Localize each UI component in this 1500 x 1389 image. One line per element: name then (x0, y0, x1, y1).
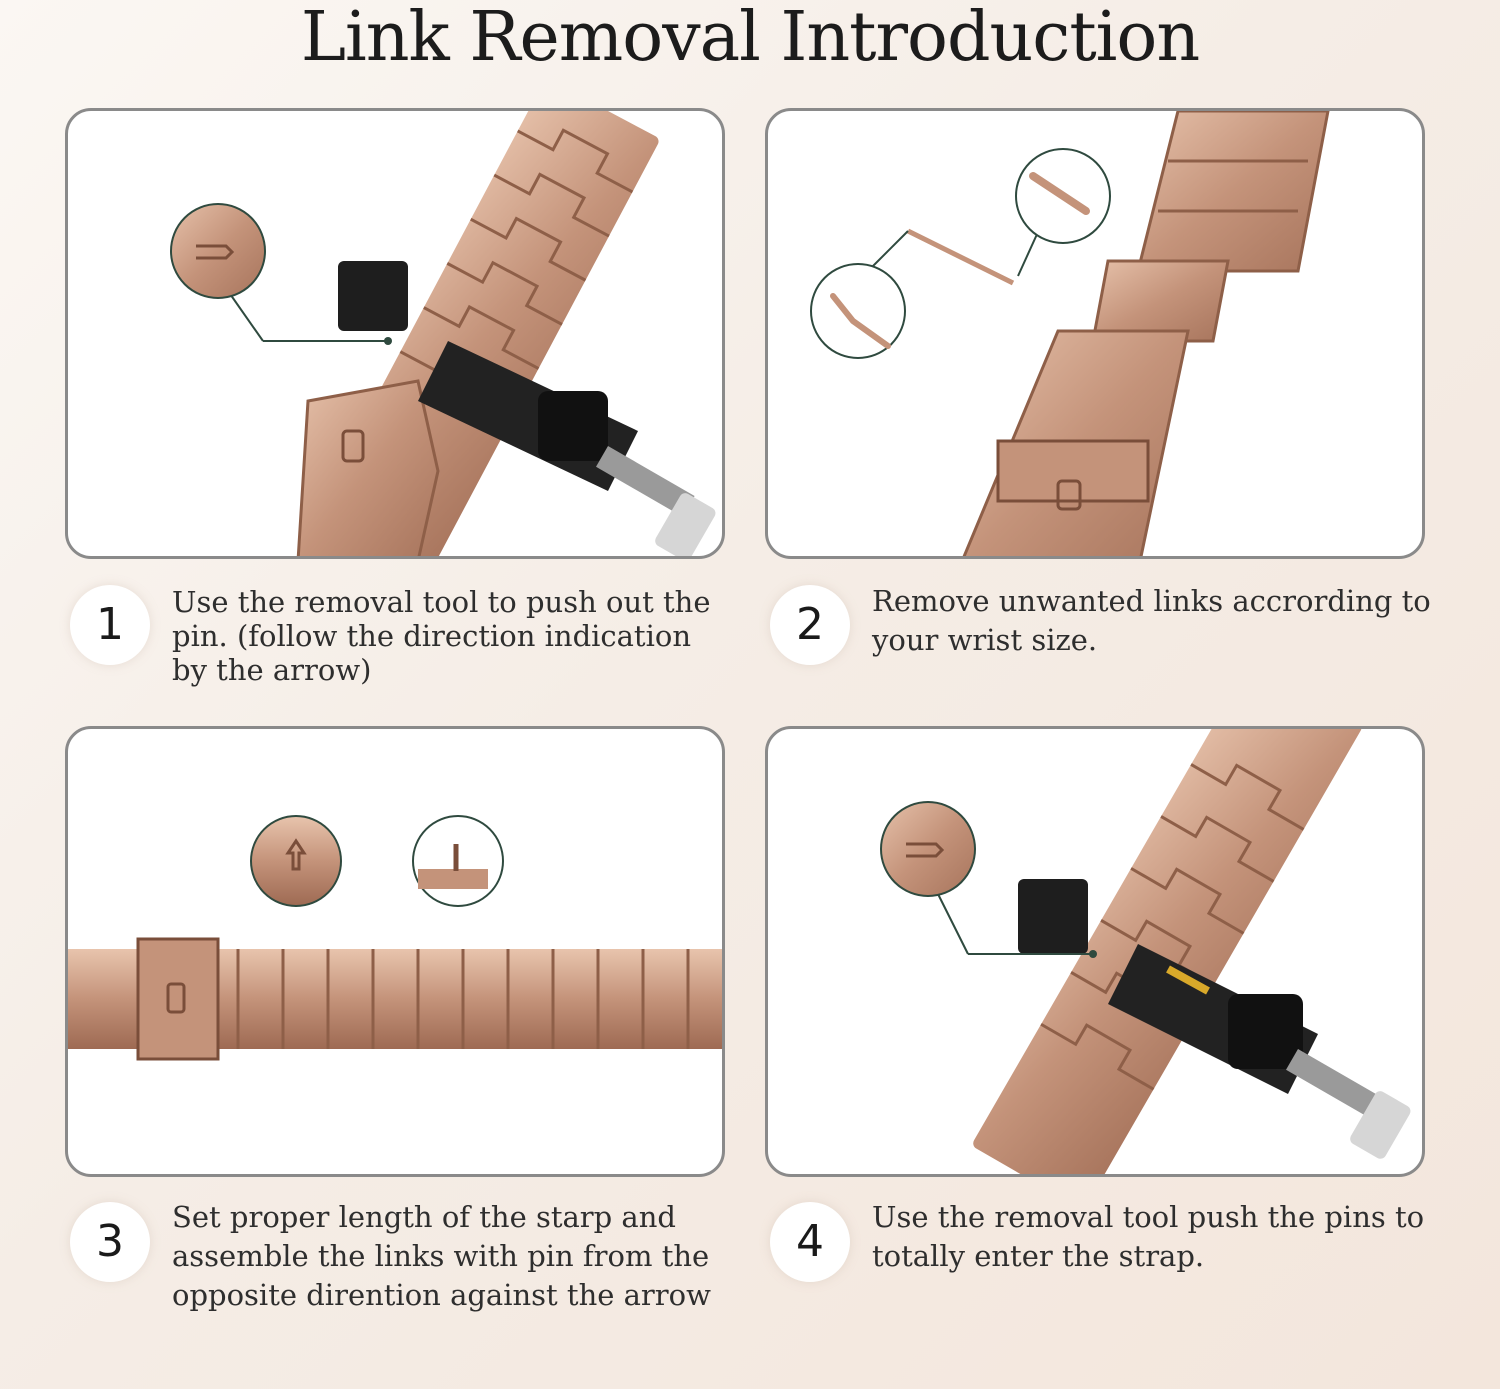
removal-tool (1018, 879, 1411, 1159)
step-3-number: 3 (70, 1202, 150, 1282)
step-2-text: Remove unwanted links accrording to your… (872, 584, 1431, 657)
step-4-illustration (765, 726, 1425, 1177)
step-1-text: Use the removal tool to push out the pin… (172, 585, 711, 687)
step-2-number: 2 (770, 585, 850, 665)
assembled-strap (68, 937, 722, 1061)
step-1-number: 1 (70, 585, 150, 665)
step-4-text: Use the removal tool push the pins to to… (872, 1200, 1425, 1273)
step-3-illustration (65, 726, 725, 1177)
step-4-number: 4 (770, 1202, 850, 1282)
page-title: Link Removal Introduction (300, 0, 1200, 77)
step-2-illustration (765, 108, 1425, 559)
step-1-illustration (65, 108, 725, 559)
pin (906, 228, 1015, 286)
lower-strap-clasp (962, 329, 1190, 556)
removed-link (1091, 259, 1230, 343)
upper-strap (1136, 111, 1330, 273)
step-3-text: Set proper length of the starp and assem… (172, 1200, 711, 1312)
removal-tool (338, 261, 716, 556)
